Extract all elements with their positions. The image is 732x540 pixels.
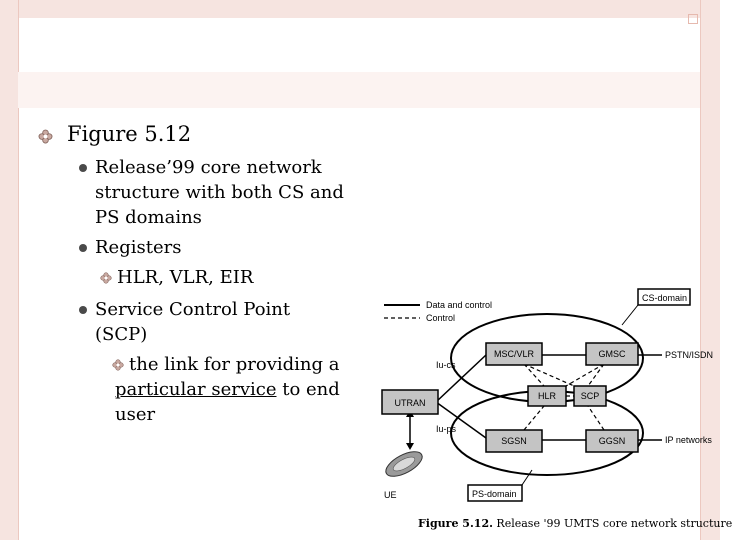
title-band: [18, 72, 700, 108]
cs-domain-label-box: [637, 288, 691, 306]
link-utran-msc: [435, 354, 487, 403]
bullet-release99: Release’99 core network structure with b…: [79, 155, 344, 230]
pstn-isdn-label: PSTN/ISDN: [665, 350, 713, 360]
figure-caption-text: Release '99 UMTS core network structure: [496, 517, 732, 530]
gmsc-label: GMSC: [599, 349, 627, 359]
bullet-dot: [79, 244, 87, 252]
ggsn-label: GGSN: [599, 436, 626, 446]
flower-bullet-icon: [38, 129, 53, 144]
top-frame-bar: [0, 0, 720, 18]
bullet-text-line: Registers: [95, 237, 182, 258]
bullet-text-line: Service Control Point: [95, 299, 291, 320]
left-frame-rule: [18, 0, 19, 540]
bullet-registers: Registers: [79, 235, 182, 260]
bullet-text-line: Release’99 core network: [95, 157, 322, 178]
iu-cs-label: Iu-cs: [436, 360, 456, 370]
bullet-text-line: structure with both CS and: [95, 182, 344, 203]
particular-service-link[interactable]: particular service: [115, 379, 277, 400]
ps-domain-label-box: [467, 484, 523, 502]
ue-handset-icon: [385, 451, 423, 477]
ggsn-node: [585, 429, 639, 453]
sub-bullet-text: user: [115, 404, 156, 425]
iu-ps-label: Iu-ps: [436, 424, 457, 434]
legend-data-label: Data and control: [426, 300, 492, 310]
sub-bullet-text: the link for providing a: [129, 354, 340, 375]
sgsn-label: SGSN: [501, 436, 527, 446]
bullet-scp: Service Control Point (SCP): [79, 297, 291, 347]
control-links: [523, 363, 605, 431]
right-frame-bar: [700, 0, 720, 540]
ue-label: UE: [384, 490, 397, 500]
cs-domain-pointer: [621, 304, 639, 326]
scp-label: SCP: [581, 391, 600, 401]
ip-networks-label: IP networks: [665, 435, 712, 445]
link-utran-sgsn: [435, 401, 487, 439]
hlr-label: HLR: [538, 391, 557, 401]
right-frame-rule: [700, 0, 701, 540]
flower-bullet-icon: [100, 272, 112, 284]
bullet-dot: [79, 164, 87, 172]
sub-bullet-registers-list: HLR, VLR, EIR: [100, 265, 254, 290]
msc-vlr-label: MSC/VLR: [494, 349, 535, 359]
utran-node: [381, 389, 439, 415]
scp-node: [573, 385, 607, 407]
arrow-down-ue: [406, 443, 414, 450]
legend-control-label: Control: [426, 313, 455, 323]
left-frame-bar: [0, 0, 18, 540]
umts-network-diagram: Data and control Control CS-domain PS-do…: [374, 280, 713, 516]
corner-square-decoration: [688, 14, 698, 24]
bullet-dot: [79, 306, 87, 314]
flower-bullet-icon: [112, 359, 124, 371]
ps-domain-pointer: [521, 469, 533, 486]
msc-vlr-node: [485, 342, 543, 366]
hlr-node: [527, 385, 567, 407]
sub-bullet-scp-link-line3: user: [115, 402, 155, 427]
ps-domain-label: PS-domain: [472, 489, 517, 499]
cs-domain-label: CS-domain: [642, 293, 687, 303]
utran-label: UTRAN: [395, 398, 426, 408]
sub-bullet-scp-link-line2: particular service to end: [115, 377, 340, 402]
sub-bullet-suffix: to end: [276, 379, 340, 400]
sub-bullet-text: HLR, VLR, EIR: [117, 267, 254, 288]
bullet-text-line: PS domains: [95, 207, 202, 228]
gmsc-node: [585, 342, 639, 366]
figure-caption: Figure 5.12. Release '99 UMTS core netwo…: [418, 517, 732, 530]
figure-caption-number: Figure 5.12.: [418, 517, 493, 530]
heading-text: Figure 5.12: [67, 122, 192, 146]
bullet-text-line: (SCP): [95, 324, 148, 345]
sub-bullet-scp-link: the link for providing a: [112, 352, 340, 377]
sgsn-node: [485, 429, 543, 453]
